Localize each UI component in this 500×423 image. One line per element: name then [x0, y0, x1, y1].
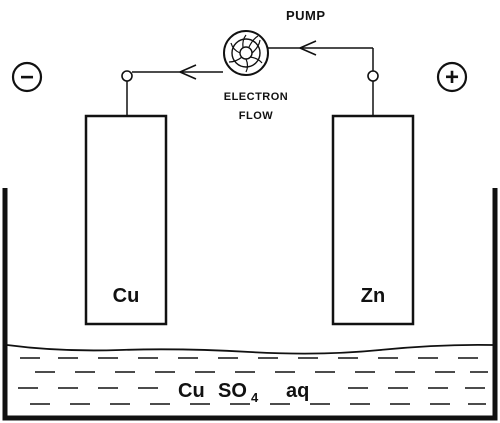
right-terminal — [367, 70, 379, 82]
electrolyte-surface — [6, 343, 494, 355]
left-terminal — [121, 70, 133, 82]
electron-flow-label-line1: ELECTRON — [224, 91, 289, 103]
negative-sign: − — [20, 64, 34, 91]
negative-terminal-badge — [11, 61, 43, 93]
positive-terminal-badge — [436, 61, 468, 93]
beaker-outline — [2, 188, 498, 421]
pump-icon — [223, 30, 269, 76]
pump-label: PUMP — [286, 8, 326, 23]
positive-sign: + — [445, 64, 459, 91]
cu-electrode — [84, 114, 168, 326]
electrolyte-label-aq: aq — [286, 380, 309, 402]
electrolyte-label-cu: Cu — [178, 380, 205, 402]
wire-circuit — [126, 47, 374, 116]
electrolyte-label-subscript: 4 — [251, 390, 259, 405]
electrolyte-label-so: SO — [218, 380, 247, 402]
electron-flow-label-line2: FLOW — [239, 110, 273, 122]
flow-arrow-left-segment — [179, 64, 197, 80]
cu-electrode-label: Cu — [113, 285, 140, 307]
flow-arrow-right-segment — [299, 40, 317, 56]
electrolyte-dashes — [18, 357, 488, 405]
zn-electrode-label: Zn — [361, 285, 385, 307]
